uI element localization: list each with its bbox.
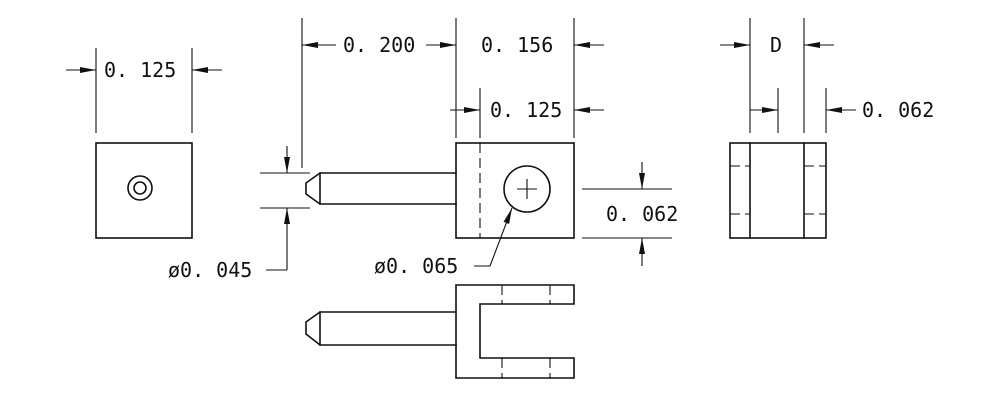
end-view: 0. 125 — [66, 48, 222, 239]
dimension-end-view-width: 0. 125 — [104, 58, 176, 82]
pin-end-inner-circle — [133, 181, 147, 195]
dimension-block-height: 0. 062 — [606, 202, 678, 226]
end-view-outline — [95, 142, 193, 239]
pin-outline — [305, 311, 457, 346]
dimension-pin-offset: 0. 200 — [343, 33, 415, 57]
dimension-clevis-length: 0. 156 — [481, 33, 553, 57]
front-view: 0. 200 0. 156 0. 125 ø0. 045 ø0. 065 0. … — [168, 18, 678, 282]
dimension-side-view-width: D — [770, 33, 782, 57]
leader-line — [474, 207, 513, 267]
dimension-hole-diameter: ø0. 065 — [374, 254, 458, 278]
dimension-side-view-wall: 0. 062 — [862, 98, 934, 122]
clevis-u-outline — [455, 284, 575, 379]
pin-end-outer-circle — [127, 175, 153, 201]
clevis-block-outline — [455, 142, 575, 239]
pin-outline — [305, 172, 457, 205]
dimension-hole-offset: 0. 125 — [490, 98, 562, 122]
side-view-outline — [729, 142, 827, 239]
hole-circle — [503, 165, 551, 213]
dimension-pin-diameter: ø0. 045 — [168, 258, 252, 282]
side-view: D 0. 062 — [720, 18, 934, 239]
top-view — [305, 284, 575, 379]
